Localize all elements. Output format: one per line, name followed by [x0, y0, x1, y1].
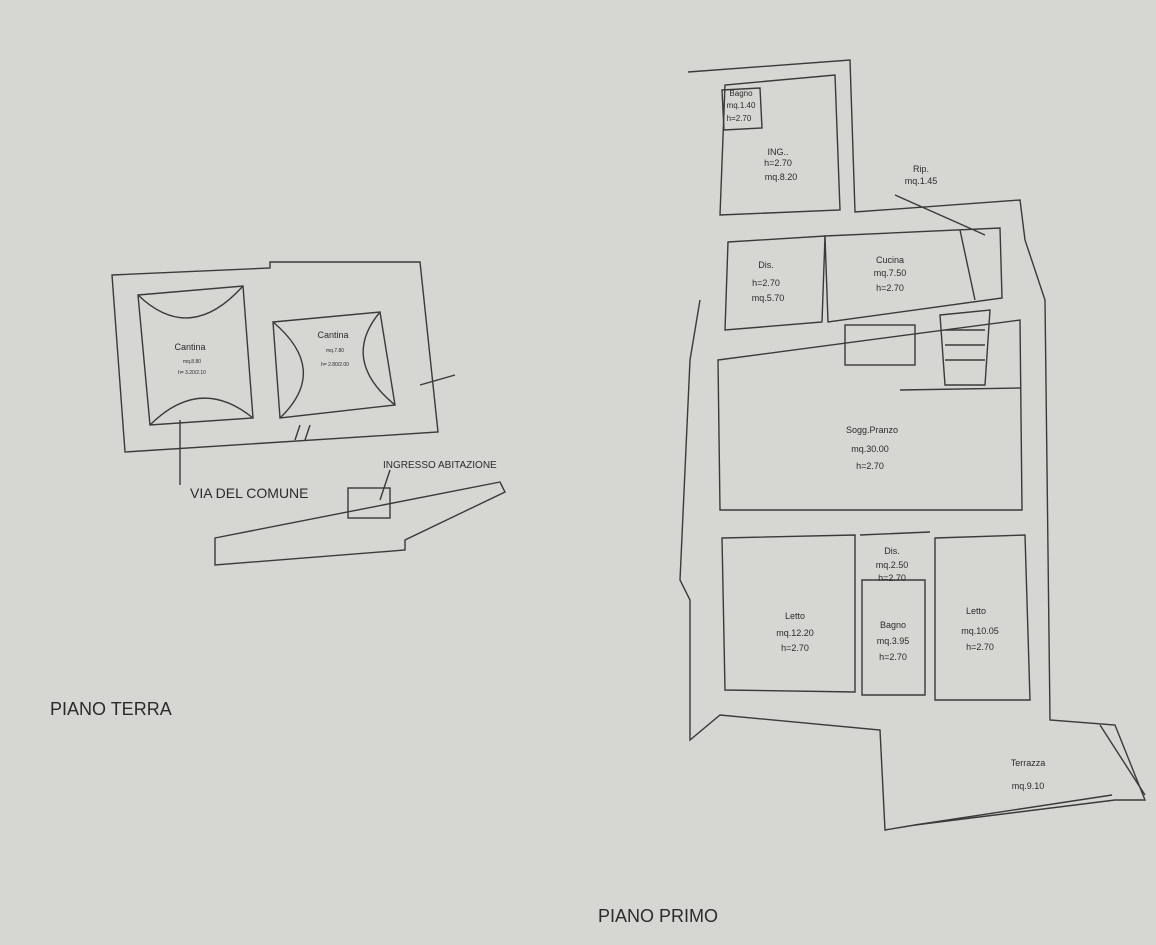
- room-area: mq.3.95: [877, 636, 910, 646]
- room-name: Letto: [966, 606, 986, 616]
- room-name: Sogg.Pranzo: [846, 425, 898, 435]
- room-name: ING..: [767, 147, 788, 157]
- room-name: Bagno: [729, 89, 753, 98]
- room-area: mq.7.80: [326, 348, 344, 354]
- room-name: Terrazza: [1011, 758, 1046, 768]
- room-height: h=2.70: [966, 642, 994, 652]
- room-height: h=2.70: [879, 652, 907, 662]
- room-area: mq.30.00: [851, 444, 889, 454]
- room-area: mq.8.20: [765, 172, 798, 182]
- room-area: mq.7.50: [874, 268, 907, 278]
- room-height: h=2.70: [781, 643, 809, 653]
- room-name: Rip.: [913, 164, 929, 174]
- room-name: Bagno: [880, 620, 906, 630]
- room-height: h=2.70: [727, 114, 752, 123]
- room-height: h=2.70: [878, 573, 906, 583]
- room-area: mq.1.40: [727, 101, 756, 110]
- room-name: Dis.: [884, 546, 900, 556]
- room-area: mq.9.10: [1012, 781, 1045, 791]
- ground-floor-plan: Cantina mq.8.80 h= 3.20/2.10 Cantina mq.…: [50, 261, 506, 719]
- room-height: h=2.70: [856, 461, 884, 471]
- room-height: h=2.70: [764, 158, 792, 168]
- room-area: mq.5.70: [752, 293, 785, 303]
- entrance-label: INGRESSO ABITAZIONE: [383, 460, 497, 471]
- cantina-1-outline: [137, 285, 254, 426]
- room-name: Cantina: [317, 330, 348, 340]
- ground-floor-title: PIANO TERRA: [50, 699, 172, 719]
- first-floor-title: PIANO PRIMO: [598, 906, 718, 926]
- room-area: mq.10.05: [961, 626, 999, 636]
- room-name: Cantina: [174, 342, 205, 352]
- room-name: Letto: [785, 611, 805, 621]
- room-height: h=2.70: [752, 278, 780, 288]
- room-height: h=2.70: [876, 283, 904, 293]
- room-area: mq.8.80: [183, 359, 201, 365]
- room-area: mq.12.20: [776, 628, 814, 638]
- room-area: mq.1.45: [905, 176, 938, 186]
- room-height: h= 3.20/2.10: [178, 370, 206, 376]
- room-height: h= 2.80/2.00: [321, 362, 349, 368]
- room-area: mq.2.50: [876, 560, 909, 570]
- room-name: Dis.: [758, 260, 774, 270]
- room-name: Cucina: [876, 255, 904, 265]
- street-label: VIA DEL COMUNE: [190, 485, 309, 501]
- first-floor-plan: Bagno mq.1.40 h=2.70 ING.. h=2.70 mq.8.2…: [598, 59, 1147, 926]
